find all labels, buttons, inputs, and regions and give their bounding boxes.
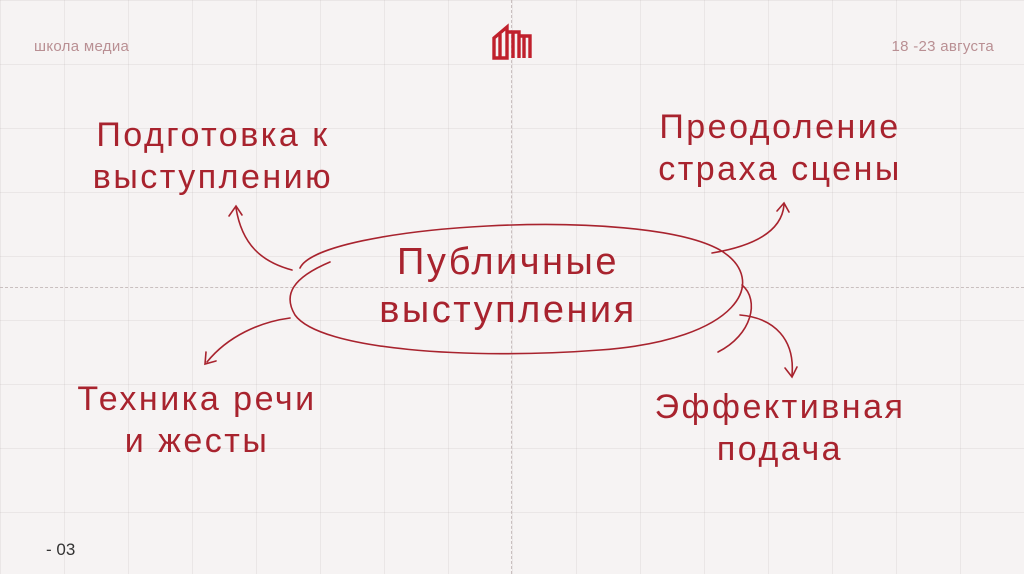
node-bottom-left: Техника речи и жесты — [62, 378, 332, 462]
node-top-left-line1: Подготовка к — [96, 116, 330, 154]
node-bottom-right-line2: подача — [716, 430, 844, 468]
node-top-right-line1: Преодоление — [659, 108, 901, 146]
arrowhead-bottom-right — [784, 366, 798, 379]
connector-to-top-right — [711, 204, 785, 254]
node-bottom-right: Эффективная подача — [640, 386, 920, 470]
node-top-right-line2: страха сцены — [658, 150, 902, 188]
center-topic-line1: Публичные — [397, 241, 619, 283]
node-top-left-line2: выступлению — [92, 158, 334, 196]
header-date-text: 18 -23 августа — [891, 38, 994, 55]
arrowhead-bottom-left — [204, 351, 217, 366]
node-bottom-right-line1: Эффективная — [654, 388, 906, 426]
arrowhead-top-right — [776, 201, 790, 213]
header-brand-text: школа медиа — [34, 38, 130, 55]
center-topic-line2: выступления — [379, 289, 637, 331]
school-media-logo-icon — [492, 23, 532, 60]
center-ellipse — [289, 223, 744, 355]
node-bottom-left-line1: Техника речи — [77, 380, 317, 418]
connector-to-top-left — [235, 207, 293, 271]
connector-loop-bottom-right — [717, 284, 752, 353]
page-number: - 03 — [46, 540, 76, 559]
node-top-left: Подготовка к выступлению — [78, 114, 348, 198]
center-topic: Публичные выступления — [318, 238, 698, 334]
node-bottom-left-line2: и жесты — [124, 422, 270, 460]
connector-to-bottom-left — [206, 317, 291, 363]
arrowhead-top-left — [228, 204, 243, 217]
horizontal-center-guide — [0, 287, 1024, 288]
node-top-right: Преодоление страха сцены — [640, 106, 920, 190]
